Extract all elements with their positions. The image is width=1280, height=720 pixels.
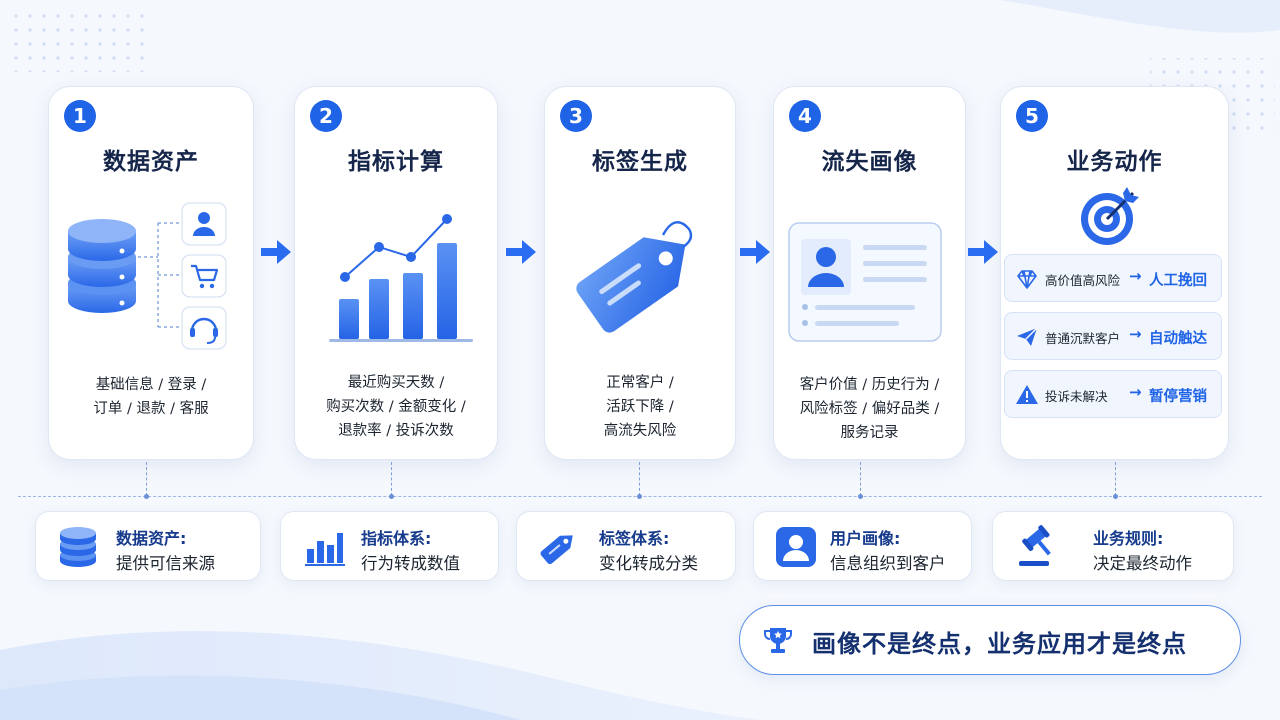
- connector-line: [146, 462, 147, 496]
- action-arrow: →: [1129, 325, 1142, 343]
- step-title: 指标计算: [348, 149, 444, 175]
- system-subtitle: 提供可信来源: [116, 554, 215, 573]
- action-row-silent-customer: 普通沉默客户 → 自动触达: [1004, 312, 1222, 360]
- step-number: 4: [789, 100, 821, 132]
- connector-dot: [389, 494, 394, 499]
- connector-dot: [637, 494, 642, 499]
- system-title: 业务规则:: [1093, 529, 1164, 548]
- action-result: 人工挽回: [1149, 273, 1207, 289]
- action-result: 自动触达: [1149, 331, 1207, 347]
- action-result: 暂停营销: [1149, 389, 1207, 405]
- connector-line: [639, 462, 640, 496]
- action-arrow: →: [1129, 267, 1142, 285]
- step-title: 数据资产: [103, 149, 199, 175]
- step-description: 客户价值 / 历史行为 / 风险标签 / 偏好品类 / 服务记录: [799, 377, 940, 441]
- system-title: 指标体系:: [361, 529, 432, 548]
- connector-line: [391, 462, 392, 496]
- step-card-metric-calculation: 2 指标计算 最近购买天数 / 购买次数 / 金额变化 / 退款率 / 投诉次数: [294, 86, 498, 460]
- step-description: 基础信息 / 登录 / 订单 / 退款 / 客服: [93, 377, 209, 417]
- slogan-banner: 画像不是终点，业务应用才是终点: [739, 605, 1241, 675]
- trophy-icon: [764, 628, 792, 653]
- step-title: 业务动作: [1066, 149, 1163, 175]
- step-description: 最近购买天数 / 购买次数 / 金额变化 / 退款率 / 投诉次数: [326, 375, 466, 439]
- flow-arrow-icon: [506, 240, 536, 264]
- connector-dot: [144, 494, 149, 499]
- step-card-data-assets: 1 数据资产: [48, 86, 254, 460]
- flow-arrow-icon: [261, 240, 291, 264]
- flow-arrow-icon: [968, 240, 998, 264]
- system-box-data-assets: 数据资产: 提供可信来源: [35, 511, 261, 581]
- system-title: 标签体系:: [599, 529, 670, 548]
- system-box-business-rules: 业务规则: 决定最终动作: [992, 511, 1234, 581]
- connector-dot: [1113, 494, 1118, 499]
- step-number: 3: [560, 100, 592, 132]
- warning-icon: [1016, 385, 1038, 404]
- bar-chart-illustration-icon: [329, 214, 473, 342]
- system-subtitle: 决定最终动作: [1093, 554, 1192, 573]
- connector-line: [860, 462, 861, 496]
- connector-dot: [858, 494, 863, 499]
- step-number: 2: [310, 100, 342, 132]
- step-description: 正常客户 / 活跃下降 / 高流失风险: [603, 375, 677, 439]
- tag-icon: [540, 535, 573, 565]
- database-icon: [60, 527, 96, 567]
- flow-arrow-icon: [740, 240, 770, 264]
- action-label: 投诉未解决: [1045, 389, 1108, 404]
- database-illustration-icon: [68, 202, 227, 350]
- action-label: 普通沉默客户: [1045, 331, 1121, 346]
- tag-illustration-icon: [576, 221, 693, 333]
- system-box-metric-system: 指标体系: 行为转成数值: [280, 511, 499, 581]
- action-row-complaint: 投诉未解决 → 暂停营销: [1004, 370, 1222, 418]
- system-subtitle: 行为转成数值: [361, 554, 460, 573]
- system-title: 数据资产:: [116, 529, 187, 548]
- system-box-user-portrait: 用户画像: 信息组织到客户: [753, 511, 972, 581]
- system-box-tag-system: 标签体系: 变化转成分类: [516, 511, 736, 581]
- profile-card-illustration-icon: [788, 222, 942, 342]
- bar-chart-icon: [305, 533, 345, 566]
- target-icon: [1081, 187, 1139, 245]
- paper-plane-icon: [1017, 327, 1038, 346]
- action-arrow: →: [1129, 383, 1142, 401]
- system-title: 用户画像:: [830, 529, 901, 548]
- step-card-tag-generation: 3 标签生成 正常客户 / 活跃下降 / 高流失风险: [544, 86, 736, 460]
- action-label: 高价值高风险: [1045, 273, 1121, 288]
- gavel-icon: [1019, 525, 1051, 566]
- system-subtitle: 信息组织到客户: [830, 554, 946, 573]
- slogan-text: 画像不是终点，业务应用才是终点: [812, 630, 1187, 658]
- diamond-icon: [1017, 270, 1037, 289]
- step-title: 标签生成: [592, 149, 688, 175]
- user-portrait-icon: [776, 527, 816, 567]
- step-card-churn-portrait: 4 流失画像 客户价值 / 历史行为 / 风险标签 / 偏好品类 / 服务记录: [773, 86, 966, 460]
- connector-line: [1115, 462, 1116, 496]
- action-row-high-value: 高价值高风险 → 人工挽回: [1004, 254, 1222, 302]
- step-number: 5: [1016, 100, 1048, 132]
- system-subtitle: 变化转成分类: [599, 554, 698, 573]
- step-title: 流失画像: [821, 149, 918, 175]
- step-number: 1: [64, 100, 96, 132]
